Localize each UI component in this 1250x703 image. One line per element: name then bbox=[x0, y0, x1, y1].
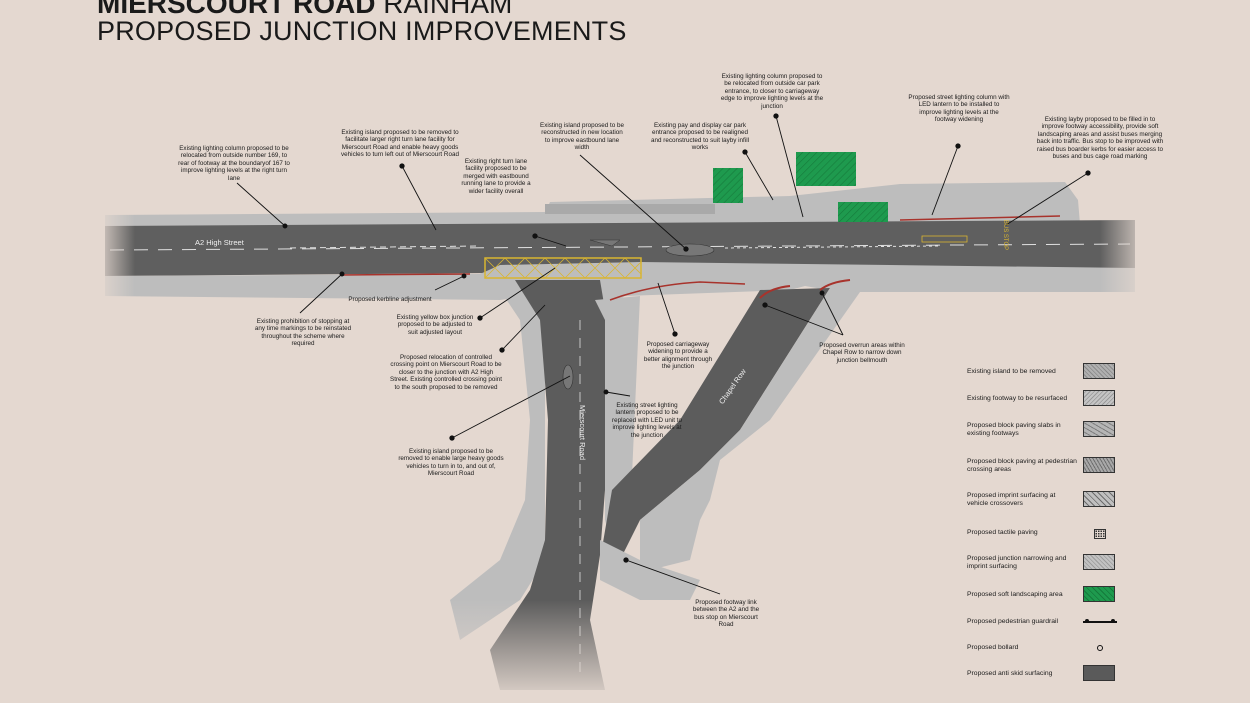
south-footway bbox=[105, 262, 1135, 310]
chapel-row-carriageway bbox=[600, 288, 830, 560]
yellow-box-junction bbox=[484, 257, 642, 279]
annotation-right-turn-lane: Existing right turn lane facility propos… bbox=[461, 158, 531, 195]
tactile-icon bbox=[1094, 529, 1106, 539]
annotation-layby: Existing layby proposed to be filled in … bbox=[1036, 116, 1164, 161]
legend-item-junction-narrowing: Proposed junction narrowing and imprint … bbox=[967, 553, 1117, 573]
guardrail-post-icon bbox=[1111, 619, 1115, 623]
legend-item-landscaping: Proposed soft landscaping area bbox=[967, 585, 1117, 605]
legend-item-block-paving: Proposed block paving slabs in existing … bbox=[967, 420, 1117, 440]
landscaping-area-3 bbox=[838, 202, 888, 222]
legend-item-guardrail: Proposed pedestrian guardrail bbox=[967, 612, 1117, 632]
a2-carriageway bbox=[105, 220, 1135, 276]
label-a2-high-street: A2 High Street bbox=[195, 238, 244, 247]
annotation-no-stopping: Existing prohibition of stopping at any … bbox=[254, 318, 352, 348]
mierscourt-footway bbox=[450, 290, 545, 640]
annotation-island-removed-left: Existing island proposed to be removed t… bbox=[341, 129, 459, 159]
page-subtitle: PROPOSED JUNCTION IMPROVEMENTS bbox=[97, 16, 627, 46]
annotation-footway-link: Proposed footway link between the A2 and… bbox=[692, 599, 760, 629]
imprint-icon bbox=[1083, 491, 1115, 507]
annotation-car-park: Existing pay and display car park entran… bbox=[650, 122, 749, 152]
landscaping-area-2 bbox=[796, 152, 856, 186]
label-mierscourt-road: Mierscourt Road bbox=[578, 404, 588, 461]
label-bus-stop-marking: BUS STOP bbox=[1002, 219, 1009, 251]
legend-item-tactile: Proposed tactile paving bbox=[967, 523, 1117, 543]
legend-item-bollard: Proposed bollard bbox=[967, 638, 1117, 658]
page-title: MIERSCOURT ROAD RAINHAM bbox=[97, 0, 513, 19]
guardrail-post-icon bbox=[1085, 619, 1089, 623]
footway-hatch-icon bbox=[1083, 390, 1115, 406]
annotation-kerbline: Proposed kerbline adjustment bbox=[348, 296, 432, 303]
annotation-led-lantern: Proposed street lighting column with LED… bbox=[908, 94, 1010, 124]
legend-item-anti-skid: Proposed anti skid surfacing bbox=[967, 664, 1117, 684]
anti-skid-icon bbox=[1083, 665, 1115, 681]
annotation-overrun: Proposed overrun areas within Chapel Row… bbox=[819, 342, 905, 364]
junction-narrowing-icon bbox=[1083, 554, 1115, 570]
annotation-lighting-169: Existing lighting column proposed to be … bbox=[178, 145, 290, 182]
legend-item-island-removed: Existing island to be removed bbox=[967, 362, 1117, 382]
guardrail-icon bbox=[1083, 621, 1117, 623]
annotation-street-lighting-lantern: Existing street lighting lantern propose… bbox=[611, 402, 682, 439]
mierscourt-carriageway bbox=[490, 280, 605, 690]
annotation-widening: Proposed carriageway widening to provide… bbox=[643, 341, 713, 371]
legend-item-imprint: Proposed imprint surfacing at vehicle cr… bbox=[967, 490, 1117, 510]
bollard-icon bbox=[1097, 645, 1103, 651]
block-paving-icon bbox=[1083, 421, 1115, 437]
chapel-row-footway bbox=[640, 288, 860, 570]
annotation-island-removed-south: Existing island proposed to be removed t… bbox=[398, 448, 504, 478]
island-hatch-icon bbox=[1083, 363, 1115, 379]
landscaping-area-1 bbox=[713, 168, 743, 203]
crossing-paving-icon bbox=[1083, 457, 1115, 473]
legend-item-crossing-paving: Proposed block paving at pedestrian cros… bbox=[967, 456, 1117, 476]
annotation-lighting-car-park: Existing lighting column proposed to be … bbox=[720, 73, 824, 110]
annotation-yellow-box: Existing yellow box junction proposed to… bbox=[396, 314, 474, 336]
annotation-island-reconstructed: Existing island proposed to be reconstru… bbox=[540, 122, 625, 152]
legend-item-footway-resurfaced: Existing footway to be resurfaced bbox=[967, 389, 1117, 409]
landscaping-icon bbox=[1083, 586, 1115, 602]
annotation-crossing: Proposed relocation of controlled crossi… bbox=[390, 354, 503, 391]
